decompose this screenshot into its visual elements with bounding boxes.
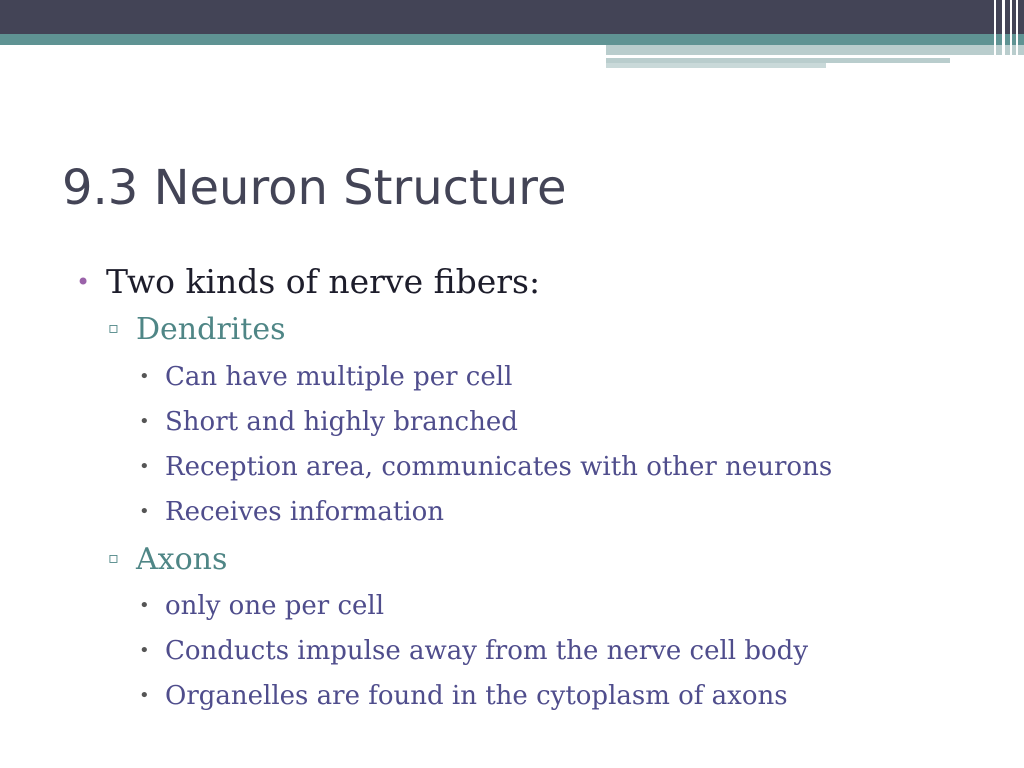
detail-bullet-marker: • bbox=[139, 366, 150, 387]
header-dark-band bbox=[0, 0, 1024, 34]
header-corner-stripes bbox=[988, 0, 1024, 70]
detail-bullet-text: Reception area, communicates with other … bbox=[165, 452, 833, 482]
header-teal-band bbox=[0, 34, 1024, 45]
header-light-band-short bbox=[606, 58, 950, 63]
detail-bullet-marker: • bbox=[139, 595, 150, 616]
detail-bullet: • Receives information bbox=[139, 497, 444, 527]
detail-bullet-text: Can have multiple per cell bbox=[165, 362, 513, 392]
detail-bullet-text: Receives information bbox=[165, 497, 444, 527]
detail-bullet-marker: • bbox=[139, 685, 150, 706]
sub-bullet-marker: ▫ bbox=[108, 548, 119, 567]
detail-bullet: • Conducts impulse away from the nerve c… bbox=[139, 636, 808, 666]
detail-bullet: • only one per cell bbox=[139, 591, 384, 621]
detail-bullet-marker: • bbox=[139, 411, 150, 432]
header-divider-line bbox=[606, 55, 1024, 58]
bullet-marker: • bbox=[76, 268, 91, 296]
detail-bullet-marker: • bbox=[139, 456, 150, 477]
detail-bullet: • Can have multiple per cell bbox=[139, 362, 512, 392]
detail-bullet-marker: • bbox=[139, 640, 150, 661]
detail-bullet: • Reception area, communicates with othe… bbox=[139, 452, 832, 482]
detail-bullet-text: Organelles are found in the cytoplasm of… bbox=[165, 681, 788, 711]
sub-bullet-dendrites: ▫ Dendrites bbox=[108, 312, 285, 347]
bullet-main: • Two kinds of nerve fibers: bbox=[76, 262, 540, 301]
detail-bullet-text: Conducts impulse away from the nerve cel… bbox=[165, 636, 809, 666]
detail-bullet-text: only one per cell bbox=[165, 591, 385, 621]
sub-bullet-axons: ▫ Axons bbox=[108, 542, 227, 577]
sub-bullet-text: Dendrites bbox=[136, 312, 286, 347]
header-light-band bbox=[606, 45, 1024, 55]
detail-bullet-marker: • bbox=[139, 501, 150, 522]
detail-bullet: • Short and highly branched bbox=[139, 407, 518, 437]
bullet-main-text: Two kinds of nerve fibers: bbox=[106, 262, 541, 301]
header-light-band-shorter bbox=[606, 63, 826, 68]
detail-bullet: • Organelles are found in the cytoplasm … bbox=[139, 681, 788, 711]
sub-bullet-text: Axons bbox=[136, 542, 228, 577]
sub-bullet-marker: ▫ bbox=[108, 318, 119, 337]
slide-title: 9.3 Neuron Structure bbox=[62, 160, 567, 216]
detail-bullet-text: Short and highly branched bbox=[165, 407, 518, 437]
